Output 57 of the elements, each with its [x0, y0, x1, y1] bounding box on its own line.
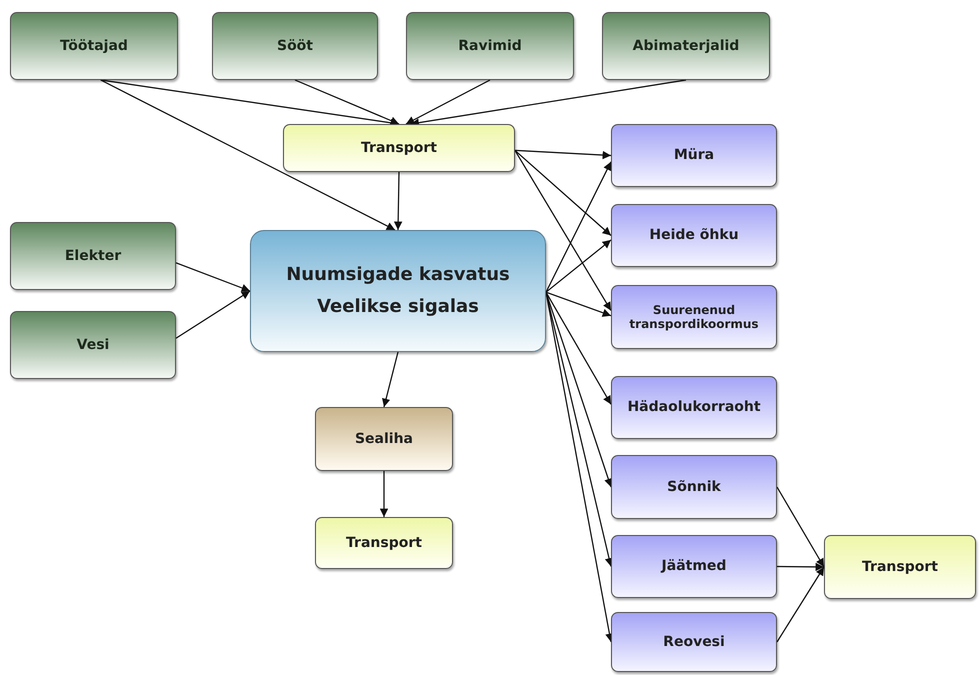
box [406, 12, 574, 80]
node-label: Vesi [76, 336, 110, 354]
node-label: Transport [862, 558, 938, 576]
node-label: Transport [346, 534, 422, 552]
arrow [176, 290, 250, 339]
box [611, 204, 777, 267]
node-label: Ravimid [458, 38, 522, 54]
arrow [406, 79, 490, 125]
box [10, 12, 178, 80]
node-label: Elekter [64, 248, 122, 264]
box [611, 612, 777, 672]
arrow [546, 292, 612, 317]
node-label: Müra [674, 147, 714, 164]
node-label: Hädaolukorraoht [627, 399, 761, 416]
box [611, 535, 777, 598]
arrow [514, 150, 612, 311]
arrow [176, 262, 250, 292]
box [611, 124, 777, 187]
process-box [250, 230, 546, 352]
arrow [382, 352, 399, 408]
node-label: Reovesi [663, 634, 725, 650]
arrow [545, 292, 612, 405]
node-label: Jäätmed [662, 558, 726, 575]
arrow [514, 150, 612, 236]
arrow [545, 292, 612, 488]
node-label: Sõnnik [667, 478, 721, 496]
arrow [100, 79, 396, 231]
box [10, 222, 176, 290]
arrow [410, 79, 686, 127]
arrow [777, 562, 824, 572]
arrow [294, 79, 400, 125]
node-label: Transport [361, 140, 437, 156]
box [611, 455, 777, 519]
box [283, 124, 515, 172]
arrow [545, 162, 612, 292]
box [315, 407, 453, 471]
node-label: Nuumsigade kasvatus [286, 264, 510, 286]
box [824, 535, 976, 599]
box [315, 517, 453, 569]
box [10, 311, 176, 379]
arrow [776, 566, 824, 642]
arrow [380, 471, 388, 517]
arrow [514, 150, 612, 160]
box [611, 285, 777, 349]
box [611, 376, 777, 439]
node-label: Heide õhku [649, 227, 739, 244]
node-label: Suurenenud transpordikoormus [628, 302, 760, 332]
node-label: Abimaterjalid [632, 38, 740, 54]
node-label: Sööt [276, 38, 313, 54]
arrow [394, 172, 402, 230]
arrow [776, 486, 825, 568]
arrow [546, 239, 612, 293]
node-label: Veelikse sigalas [317, 296, 479, 318]
node-label: Sealiha [354, 430, 414, 448]
node-label: Töötajad [60, 38, 128, 54]
box [212, 12, 378, 80]
box [602, 12, 770, 80]
